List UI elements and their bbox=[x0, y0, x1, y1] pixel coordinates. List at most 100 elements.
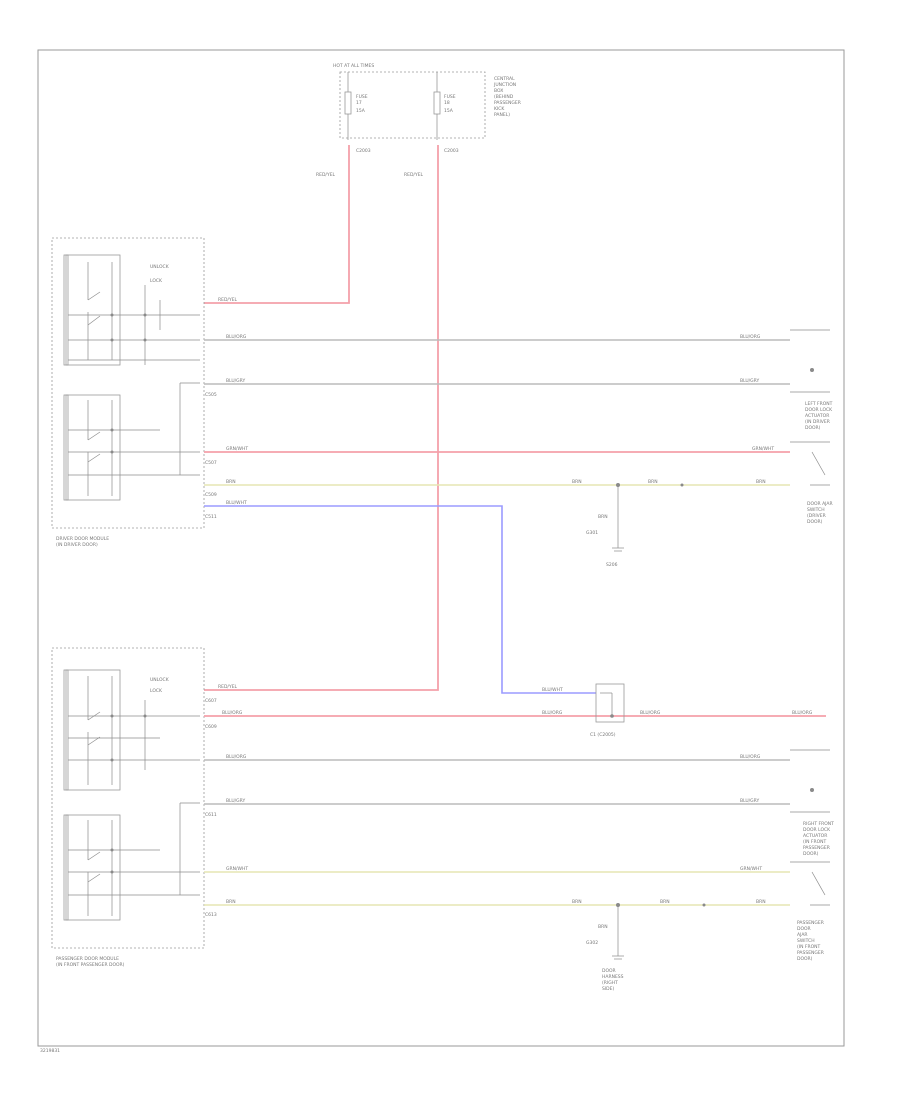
svg-text:(IN FRONT: (IN FRONT bbox=[797, 944, 821, 950]
feed-wire-label-a: RED/YEL bbox=[316, 172, 336, 178]
svg-text:BLU/ORG: BLU/ORG bbox=[542, 710, 563, 716]
svg-text:JUNCTION: JUNCTION bbox=[493, 82, 516, 88]
svg-text:PANEL): PANEL) bbox=[494, 112, 510, 118]
fuse-18: FUSE 18 15A bbox=[433, 72, 456, 140]
svg-text:BRN: BRN bbox=[648, 479, 658, 485]
svg-text:HARNESS: HARNESS bbox=[602, 974, 624, 980]
passenger-connector-4: C613 bbox=[205, 912, 217, 918]
svg-text:BRN: BRN bbox=[226, 479, 236, 485]
svg-text:DOOR: DOOR bbox=[797, 926, 811, 932]
svg-text:BRN: BRN bbox=[598, 924, 608, 930]
svg-text:BRN: BRN bbox=[660, 899, 670, 905]
svg-text:C1 (C2005): C1 (C2005) bbox=[590, 732, 616, 738]
passenger-feed-wire-label: RED/YEL bbox=[218, 684, 238, 690]
svg-text:FUSE: FUSE bbox=[444, 94, 456, 100]
svg-text:(DRIVER: (DRIVER bbox=[807, 513, 826, 519]
svg-text:BLU/WHT: BLU/WHT bbox=[226, 500, 247, 506]
passenger-connector-3: C611 bbox=[205, 812, 217, 818]
svg-text:DOOR: DOOR bbox=[602, 968, 616, 974]
passenger-door-module-label-1: PASSENGER DOOR MODULE bbox=[56, 956, 119, 962]
svg-text:BLU/ORG: BLU/ORG bbox=[792, 710, 813, 716]
svg-text:BLU/ORG: BLU/ORG bbox=[640, 710, 661, 716]
svg-text:(RIGHT: (RIGHT bbox=[602, 980, 618, 986]
svg-text:BRN: BRN bbox=[572, 479, 582, 485]
svg-text:DOOR): DOOR) bbox=[805, 425, 821, 431]
svg-text:DOOR AJAR: DOOR AJAR bbox=[807, 501, 833, 507]
svg-text:DOOR LOCK: DOOR LOCK bbox=[803, 827, 831, 833]
svg-text:BLU/ORG: BLU/ORG bbox=[740, 754, 761, 760]
svg-text:GRN/WHT: GRN/WHT bbox=[226, 866, 248, 872]
svg-text:GRN/WHT: GRN/WHT bbox=[752, 446, 774, 452]
svg-text:ACTUATOR: ACTUATOR bbox=[805, 413, 829, 419]
passenger-connector-2: C609 bbox=[205, 724, 217, 730]
svg-text:BRN: BRN bbox=[572, 899, 582, 905]
driver-door-module: UNLOCK LOCK DRIVER DOOR MODULE (IN DRIVE… bbox=[51, 237, 205, 548]
feed-wire-passenger bbox=[204, 145, 439, 691]
svg-text:DOOR): DOOR) bbox=[807, 519, 823, 525]
passenger-door-ajar-switch: PASSENGER DOOR AJAR SWITCH (IN FRONT PAS… bbox=[790, 861, 830, 962]
svg-text:DOOR): DOOR) bbox=[803, 851, 819, 857]
svg-text:BLU/GRY: BLU/GRY bbox=[226, 798, 246, 804]
feed-wire-driver bbox=[204, 145, 350, 304]
driver-connector-1: C505 bbox=[205, 392, 217, 398]
svg-text:PASSENGER: PASSENGER bbox=[797, 950, 824, 956]
svg-text:AJAR: AJAR bbox=[797, 932, 808, 938]
svg-text:PASSENGER: PASSENGER bbox=[494, 100, 521, 106]
passenger-door-module: UNLOCK LOCK PASSENGER DOOR MODULE (IN FR… bbox=[51, 647, 205, 968]
svg-text:FUSE: FUSE bbox=[356, 94, 368, 100]
svg-text:GRN/WHT: GRN/WHT bbox=[740, 866, 762, 872]
svg-text:(IN DRIVER: (IN DRIVER bbox=[805, 419, 830, 425]
ground-bottom: BRN G302 DOOR HARNESS (RIGHT SIDE) bbox=[586, 905, 624, 992]
driver-door-module-label-2: (IN DRIVER DOOR) bbox=[56, 542, 98, 548]
svg-text:BLU/ORG: BLU/ORG bbox=[222, 710, 243, 716]
svg-text:15A: 15A bbox=[444, 108, 454, 114]
svg-text:ACTUATOR: ACTUATOR bbox=[803, 833, 827, 839]
svg-text:BLU/ORG: BLU/ORG bbox=[740, 334, 761, 340]
driver-connector-3: C509 bbox=[205, 492, 217, 498]
svg-text:BLU/GRY: BLU/GRY bbox=[740, 378, 760, 384]
svg-text:DOOR LOCK: DOOR LOCK bbox=[805, 407, 833, 413]
feed-wire-label-b: RED/YEL bbox=[404, 172, 424, 178]
driver-feed-wire-label: RED/YEL bbox=[218, 297, 238, 303]
splice-connector: C1 (C2005) bbox=[590, 683, 625, 738]
svg-text:BLU/GRY: BLU/GRY bbox=[740, 798, 760, 804]
passenger-unlock-label: UNLOCK bbox=[150, 677, 170, 683]
driver-door-module-label-1: DRIVER DOOR MODULE bbox=[56, 536, 109, 542]
driver-connector-2: C507 bbox=[205, 460, 217, 466]
svg-text:PASSENGER: PASSENGER bbox=[803, 845, 830, 851]
fuse-box-label: CENTRAL JUNCTION BOX (BEHIND PASSENGER K… bbox=[493, 76, 521, 118]
svg-text:SWITCH: SWITCH bbox=[807, 507, 825, 513]
driver-connector-4: C511 bbox=[205, 514, 217, 520]
svg-text:BRN: BRN bbox=[756, 479, 766, 485]
svg-text:G301: G301 bbox=[586, 530, 598, 536]
passenger-lock-label: LOCK bbox=[150, 688, 163, 694]
footer-code: 3219831 bbox=[40, 1048, 60, 1054]
svg-text:SIDE): SIDE) bbox=[602, 986, 614, 992]
svg-text:BLU/ORG: BLU/ORG bbox=[226, 754, 247, 760]
svg-text:PASSENGER: PASSENGER bbox=[797, 920, 824, 926]
svg-text:BRN: BRN bbox=[756, 899, 766, 905]
svg-text:BLU/ORG: BLU/ORG bbox=[226, 334, 247, 340]
svg-text:S206: S206 bbox=[606, 562, 618, 568]
svg-text:(BEHIND: (BEHIND bbox=[494, 94, 514, 100]
driver-unlock-label: UNLOCK bbox=[150, 264, 170, 270]
svg-text:CENTRAL: CENTRAL bbox=[494, 76, 515, 82]
svg-text:RIGHT FRONT: RIGHT FRONT bbox=[803, 821, 834, 827]
svg-text:BRN: BRN bbox=[226, 899, 236, 905]
hot-at-all-times-label: HOT AT ALL TIMES bbox=[333, 63, 374, 69]
svg-text:G302: G302 bbox=[586, 940, 598, 946]
central-junction-box: HOT AT ALL TIMES CENTRAL JUNCTION BOX (B… bbox=[316, 63, 521, 178]
svg-text:BRN: BRN bbox=[598, 514, 608, 520]
driver-door-ajar-switch: DOOR AJAR SWITCH (DRIVER DOOR) bbox=[790, 441, 833, 525]
svg-text:DOOR): DOOR) bbox=[797, 956, 813, 962]
diagram-frame bbox=[37, 49, 845, 1047]
svg-text:SWITCH: SWITCH bbox=[797, 938, 815, 944]
driver-lock-label: LOCK bbox=[150, 278, 163, 284]
fuse-pin-label-a: C2003 bbox=[356, 148, 371, 154]
signal-wire bbox=[204, 505, 596, 694]
svg-text:KICK: KICK bbox=[494, 106, 505, 112]
ground-top: BRN G301 S206 bbox=[586, 485, 624, 568]
svg-text:18: 18 bbox=[444, 100, 450, 106]
left-front-lock-actuator: LEFT FRONT DOOR LOCK ACTUATOR (IN DRIVER… bbox=[790, 329, 833, 431]
